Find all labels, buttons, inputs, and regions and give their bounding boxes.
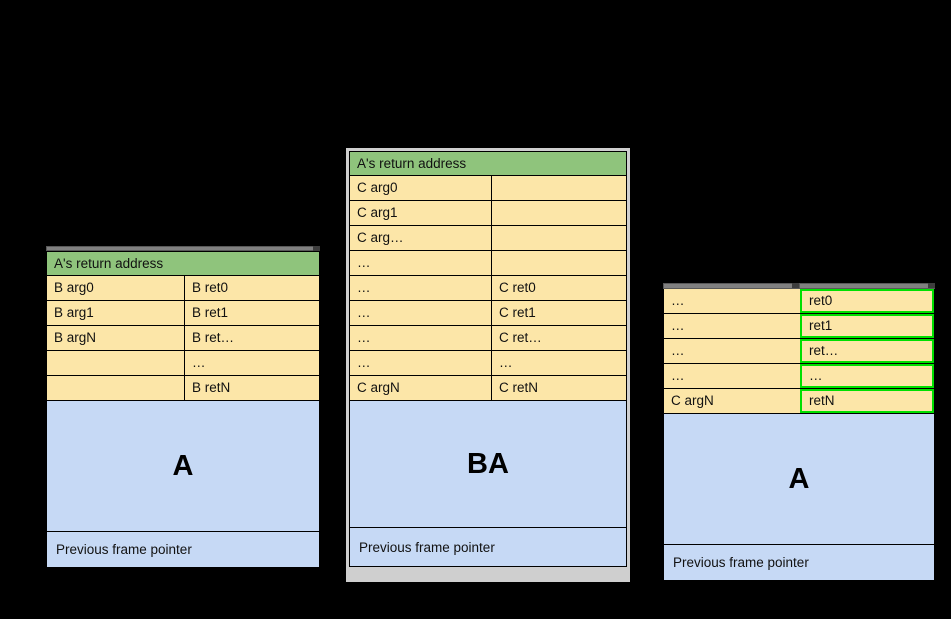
arg-cell: … bbox=[357, 305, 371, 321]
ret-cell: B retN bbox=[184, 376, 319, 400]
table-row: … ret0 bbox=[663, 289, 935, 314]
stack-diagram-right: … ret0 … ret1 … ret… … … C argN retN A P… bbox=[663, 283, 935, 581]
ret-cell: B ret1 bbox=[184, 301, 319, 325]
table-row: B retN bbox=[46, 376, 320, 401]
table-row: … bbox=[46, 351, 320, 376]
table-row: C argN retN bbox=[663, 389, 935, 414]
arg-cell bbox=[47, 376, 184, 400]
return-address-label: A's return address bbox=[54, 255, 164, 271]
stack-pointer-bars-right bbox=[663, 283, 935, 289]
table-row: … C ret0 bbox=[349, 276, 627, 301]
table-row: … bbox=[349, 251, 627, 276]
arg-cell: C arg… bbox=[357, 230, 404, 246]
return-address-row: A's return address bbox=[349, 151, 627, 176]
return-address-label: A's return address bbox=[357, 155, 467, 171]
stack-pointer-bar-args bbox=[663, 283, 799, 289]
stack-diagram-middle: A's return address C arg0 C arg1 C arg… … bbox=[344, 146, 632, 584]
table-row: C arg1 bbox=[349, 201, 627, 226]
table-row: B argN B ret… bbox=[46, 326, 320, 351]
ret-cell-highlighted: ret0 bbox=[800, 289, 934, 313]
arg-cell: C argN bbox=[671, 393, 714, 409]
table-row: B arg1 B ret1 bbox=[46, 301, 320, 326]
table-row: C arg… bbox=[349, 226, 627, 251]
previous-frame-pointer-label: Previous frame pointer bbox=[663, 545, 935, 581]
table-row: … … bbox=[349, 351, 627, 376]
ret-cell-highlighted: ret… bbox=[800, 339, 934, 363]
stack-pointer-bar-rets bbox=[799, 283, 935, 289]
ret-cell: B ret… bbox=[184, 326, 319, 350]
table-row: C argN C retN bbox=[349, 376, 627, 401]
ret-cell: C ret… bbox=[490, 326, 626, 350]
frame-body-label: A bbox=[46, 401, 320, 532]
arg-cell: … bbox=[357, 280, 371, 296]
table-row: … ret… bbox=[663, 339, 935, 364]
ret-cell bbox=[490, 226, 626, 250]
arg-cell: C argN bbox=[357, 380, 400, 396]
stack-pointer-bar-left bbox=[46, 246, 320, 251]
ret-cell bbox=[490, 176, 626, 200]
arg-cell: B argN bbox=[54, 330, 97, 346]
arg-cell: … bbox=[671, 293, 685, 309]
arg-cell: C arg0 bbox=[357, 180, 398, 196]
ret-cell-highlighted: … bbox=[800, 364, 934, 388]
stack-pointer-nub-icon bbox=[313, 246, 320, 251]
ret-cell: … bbox=[490, 351, 626, 375]
stack-pointer-nub-icon bbox=[928, 283, 935, 288]
previous-frame-pointer-label: Previous frame pointer bbox=[46, 532, 320, 568]
ret-cell bbox=[490, 201, 626, 225]
ret-cell: C retN bbox=[490, 376, 626, 400]
ret-cell: C ret1 bbox=[490, 301, 626, 325]
stack-diagram-left: A's return address B arg0 B ret0 B arg1 … bbox=[46, 246, 320, 568]
arg-cell: B arg0 bbox=[54, 280, 94, 296]
ret-cell: B ret0 bbox=[184, 276, 319, 300]
table-row: … … bbox=[663, 364, 935, 389]
stack-pointer-nub-icon bbox=[792, 283, 799, 288]
table-row: … C ret1 bbox=[349, 301, 627, 326]
arg-cell: … bbox=[671, 318, 685, 334]
frame-body-label: BA bbox=[349, 401, 627, 528]
arg-cell: … bbox=[357, 355, 371, 371]
previous-frame-pointer-label: Previous frame pointer bbox=[349, 528, 627, 567]
ret-cell: … bbox=[184, 351, 319, 375]
ret-cell-highlighted: retN bbox=[800, 389, 934, 413]
arg-cell: B arg1 bbox=[54, 305, 94, 321]
arg-cell: … bbox=[671, 368, 685, 384]
table-row: B arg0 B ret0 bbox=[46, 276, 320, 301]
ret-cell bbox=[490, 251, 626, 275]
table-row: C arg0 bbox=[349, 176, 627, 201]
arg-cell bbox=[47, 351, 184, 375]
ret-cell-highlighted: ret1 bbox=[800, 314, 934, 338]
table-row: … C ret… bbox=[349, 326, 627, 351]
table-row: … ret1 bbox=[663, 314, 935, 339]
frame-body-label: A bbox=[663, 414, 935, 545]
arg-cell: … bbox=[671, 343, 685, 359]
arg-cell: … bbox=[357, 255, 371, 271]
ret-cell: C ret0 bbox=[490, 276, 626, 300]
arg-cell: … bbox=[357, 330, 371, 346]
arg-cell: C arg1 bbox=[357, 205, 398, 221]
return-address-row: A's return address bbox=[46, 251, 320, 276]
